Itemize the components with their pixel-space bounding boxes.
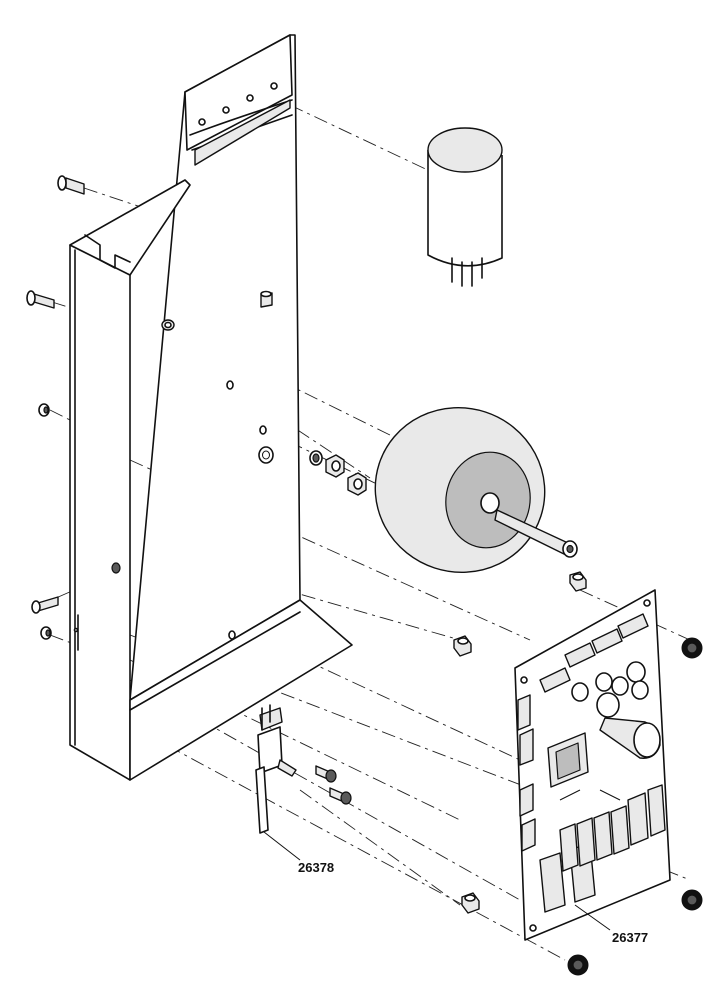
toroidal-transformer xyxy=(374,407,578,573)
switch-screw-upper xyxy=(315,765,337,783)
board-capacitors xyxy=(571,661,661,759)
callout-board: 26377 xyxy=(574,904,648,945)
microswitch xyxy=(255,704,297,834)
callout-switch: 26378 xyxy=(263,831,334,875)
standoffs xyxy=(453,571,587,914)
circuit-board xyxy=(514,589,671,941)
switch-screw-lower xyxy=(329,787,352,805)
screw-top-left xyxy=(57,175,85,195)
screw-bottom-left xyxy=(40,626,52,640)
nut-lower-right xyxy=(681,889,703,911)
nut-top-right xyxy=(681,637,703,659)
mounting-hardware xyxy=(309,450,367,496)
left-screws xyxy=(26,175,85,640)
screw-mid-left xyxy=(26,290,55,309)
callout-label-switch: 26378 xyxy=(298,860,334,875)
relay-bank xyxy=(559,784,666,872)
screw-lower-left xyxy=(31,596,59,614)
nut-bottom xyxy=(567,954,589,976)
capacitor xyxy=(427,127,503,287)
mounting-bracket xyxy=(69,34,353,781)
standoff-lower xyxy=(461,892,480,914)
standoff-upper xyxy=(569,571,587,592)
standoff-middle xyxy=(453,635,472,657)
screw-washer-left xyxy=(38,403,50,417)
switch-screws xyxy=(315,765,352,805)
callout-label-board: 26377 xyxy=(612,930,648,945)
